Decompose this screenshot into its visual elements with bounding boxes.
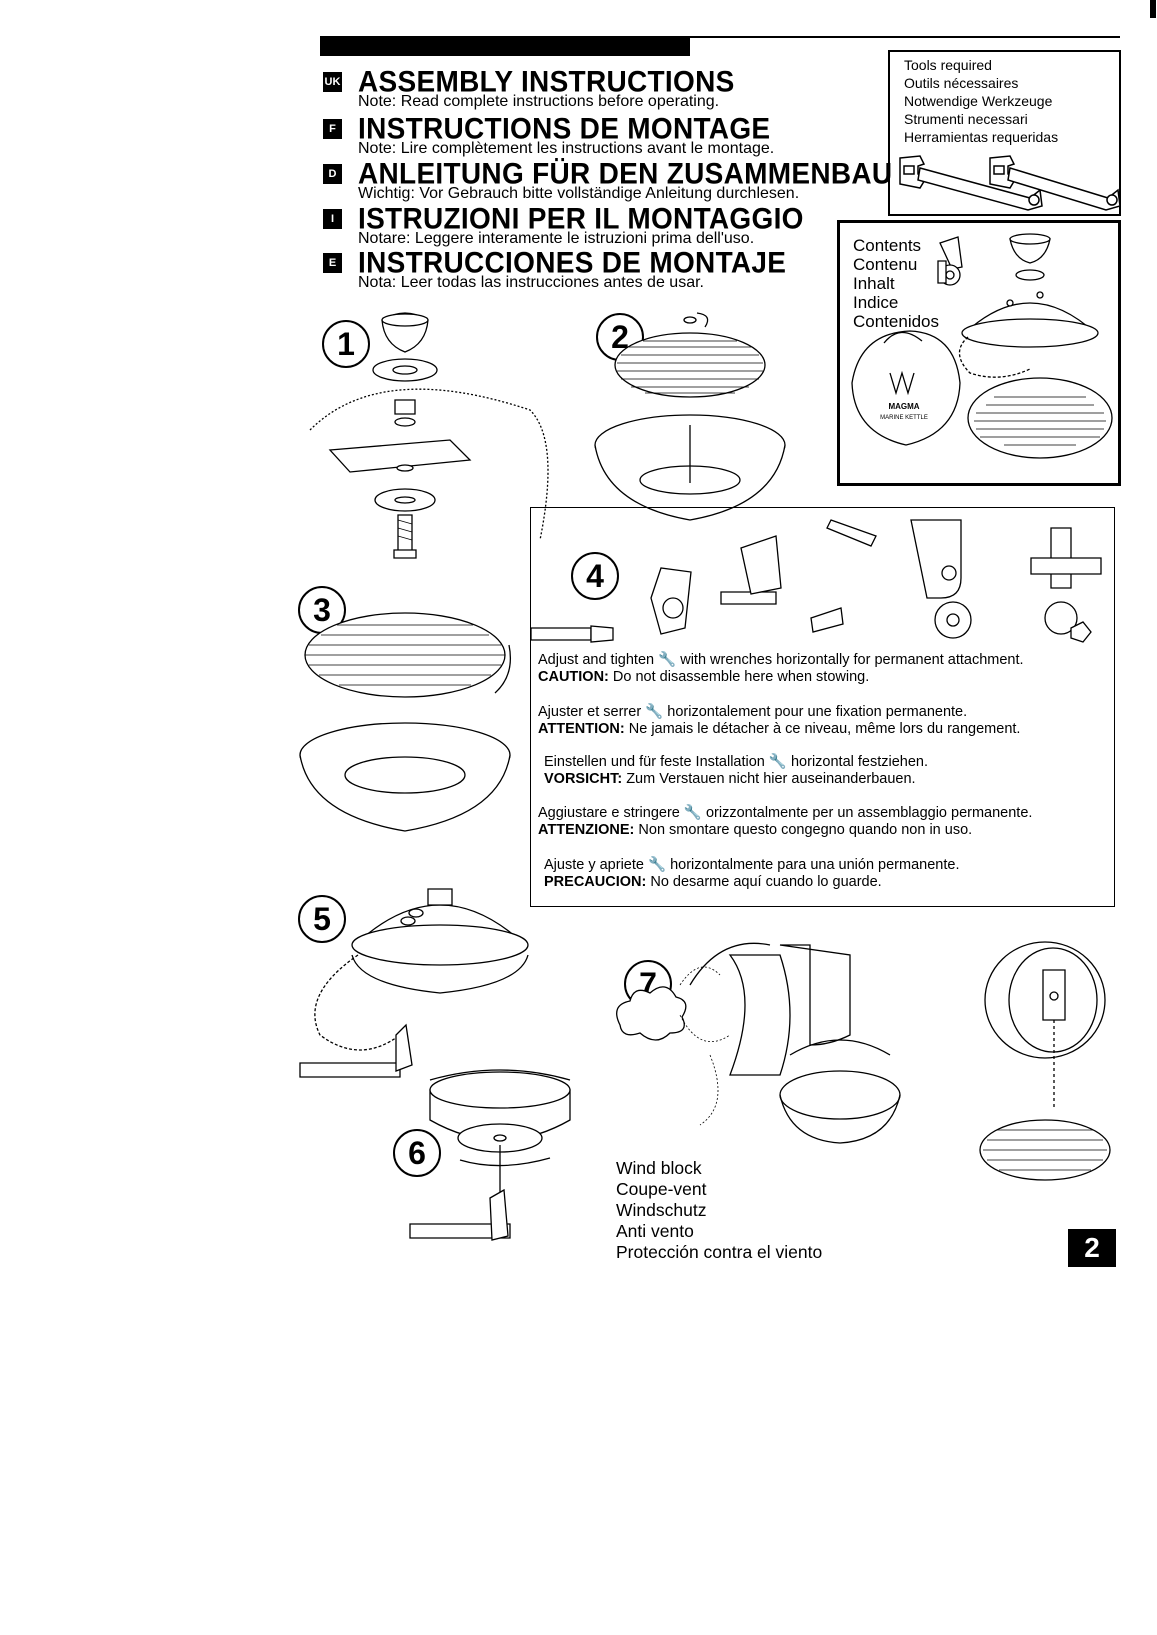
step-5-illustration — [300, 875, 570, 1085]
step-4-caution-box: 4 Adjust and tighten 🔧 with wrenches hor… — [530, 507, 1115, 907]
wrench-icon: 🔧 — [683, 805, 702, 821]
caution-pre-i: Aggiustare e stringere — [538, 805, 680, 821]
contents-line: Contenu — [853, 255, 918, 274]
step-2-illustration — [585, 305, 795, 535]
caution-instruction-e: Ajuste y apriete 🔧 horizontalmente para … — [544, 857, 959, 874]
caution-warning-uk: CAUTION: Do not disassemble here when st… — [538, 669, 869, 686]
caution-instruction-uk: Adjust and tighten 🔧 with wrenches horiz… — [538, 652, 1024, 669]
wind-block-label: Coupe-vent — [616, 1179, 707, 1199]
heading-title-f: INSTRUCTIONS DE MONTAGE — [358, 112, 771, 145]
caution-label-i: ATTENZIONE: — [538, 822, 635, 838]
contents-line: Inhalt — [853, 274, 895, 293]
caution-pre-f: Ajuster et serrer — [538, 704, 642, 720]
caution-warning-e: PRECAUCION: No desarme aquí cuando lo gu… — [544, 874, 882, 891]
heading-title-e: INSTRUCCIONES DE MONTAJE — [358, 246, 787, 279]
caution-post-uk: with wrenches horizontally for permanent… — [680, 652, 1024, 668]
heading-note-i: Notare: Leggere interamente le istruzion… — [358, 230, 755, 247]
caution-warning-i: ATTENZIONE: Non smontare questo congegno… — [538, 822, 972, 839]
step-7-illustration — [610, 915, 900, 1145]
wrench-icon — [890, 148, 1123, 218]
caution-post-i: orizzontalmente per un assemblaggio perm… — [705, 805, 1033, 821]
lid-bowl-illustration — [975, 940, 1115, 1200]
step-6-illustration — [400, 1040, 600, 1250]
wrench-icon: 🔧 — [645, 704, 664, 720]
wind-block-label: Protección contra el viento — [616, 1242, 823, 1262]
header-rule — [690, 36, 1120, 38]
language-badge-e: E — [323, 253, 342, 273]
wrench-icon: 🔧 — [658, 652, 677, 668]
step-number-1: 1 — [322, 320, 370, 368]
tools-line: Herramientas requeridas — [904, 129, 1059, 145]
heading-note-e: Nota: Leer todas las instrucciones antes… — [358, 274, 704, 291]
heading-title-d: ANLEITUNG FÜR DEN ZUSAMMENBAU — [358, 157, 893, 190]
caution-label-f: ATTENTION: — [538, 721, 625, 737]
tools-line: Notwendige Werkzeuge — [904, 93, 1053, 109]
contents-line: Contenidos — [853, 312, 940, 331]
language-badge-uk: UK — [323, 72, 342, 92]
page-number: 2 — [1068, 1229, 1116, 1267]
heading-title-uk: ASSEMBLY INSTRUCTIONS — [358, 65, 735, 98]
step-number-5: 5 — [298, 895, 346, 943]
caution-text-d: Zum Verstauen nicht hier auseinanderbaue… — [626, 771, 916, 787]
heading-note-uk: Note: Read complete instructions before … — [358, 93, 720, 110]
language-badge-i: I — [323, 209, 342, 229]
wind-block-label: Wind block — [616, 1158, 702, 1178]
caution-instruction-d: Einstellen und für feste Installation 🔧 … — [544, 754, 928, 771]
step-number-6: 6 — [393, 1129, 441, 1177]
bag-sub-label: MARINE KETTLE — [880, 415, 928, 421]
caution-label-uk: CAUTION: — [538, 669, 609, 685]
caution-instruction-i: Aggiustare e stringere 🔧 orizzontalmente… — [538, 805, 1032, 822]
caution-text-uk: Do not disassemble here when stowing. — [612, 669, 870, 685]
caution-label-e: PRECAUCION: — [544, 874, 647, 890]
caution-warning-d: VORSICHT: Zum Verstauen nicht hier ausei… — [544, 771, 916, 788]
heading-note-d: Wichtig: Vor Gebrauch bitte vollständige… — [358, 185, 800, 202]
heading-title-i: ISTRUZIONI PER IL MONTAGGIO — [358, 202, 804, 235]
bag-brand-label: MAGMA — [888, 402, 919, 411]
language-badge-d: D — [323, 164, 342, 184]
contents-line: Contents — [853, 236, 922, 255]
wrench-icon: 🔧 — [647, 857, 667, 873]
wind-block-label: Anti vento — [616, 1221, 694, 1241]
caution-post-d: horizontal festziehen. — [790, 754, 929, 770]
heading-note-f: Note: Lire complètement les instructions… — [358, 140, 775, 157]
caution-post-f: horizontalement pour une fixation perman… — [667, 704, 968, 720]
wind-block-label: Windschutz — [616, 1200, 707, 1220]
caution-post-e: horizontalmente para una unión permanent… — [670, 857, 960, 873]
tools-line: Strumenti necessari — [904, 111, 1028, 127]
caution-text-e: No desarme aquí cuando lo guarde. — [650, 874, 882, 890]
tools-line: Tools required — [904, 57, 992, 73]
wrench-icon: 🔧 — [768, 754, 787, 770]
caution-instruction-f: Ajuster et serrer 🔧 horizontalement pour… — [538, 704, 967, 721]
edge-mark — [1150, 0, 1156, 18]
step-4-illustration — [531, 508, 1116, 658]
contents-box: Contents Contenu Inhalt Indice Contenido… — [837, 220, 1121, 486]
header-bar — [320, 36, 690, 56]
language-badge-f: F — [323, 119, 342, 139]
caution-text-f: Ne jamais le détacher à ce niveau, même … — [628, 721, 1021, 737]
tools-line: Outils nécessaires — [904, 75, 1019, 91]
caution-pre-uk: Adjust and tighten — [538, 652, 655, 668]
contents-line: Indice — [853, 293, 899, 312]
caution-pre-d: Einstellen und für feste Installation — [544, 754, 765, 770]
step-number-4: 4 — [571, 552, 619, 600]
caution-text-i: Non smontare questo congegno quando non … — [638, 822, 973, 838]
step-1-illustration — [300, 300, 580, 580]
caution-warning-f: ATTENTION: Ne jamais le détacher à ce ni… — [538, 721, 1020, 738]
caution-pre-e: Ajuste y apriete — [544, 857, 644, 873]
tools-required-box: Tools required Outils nécessaires Notwen… — [888, 50, 1121, 216]
contents-illustration: MAGMA MARINE KETTLE — [840, 223, 1124, 489]
step-3-illustration — [295, 605, 535, 845]
caution-label-d: VORSICHT: — [544, 771, 623, 787]
